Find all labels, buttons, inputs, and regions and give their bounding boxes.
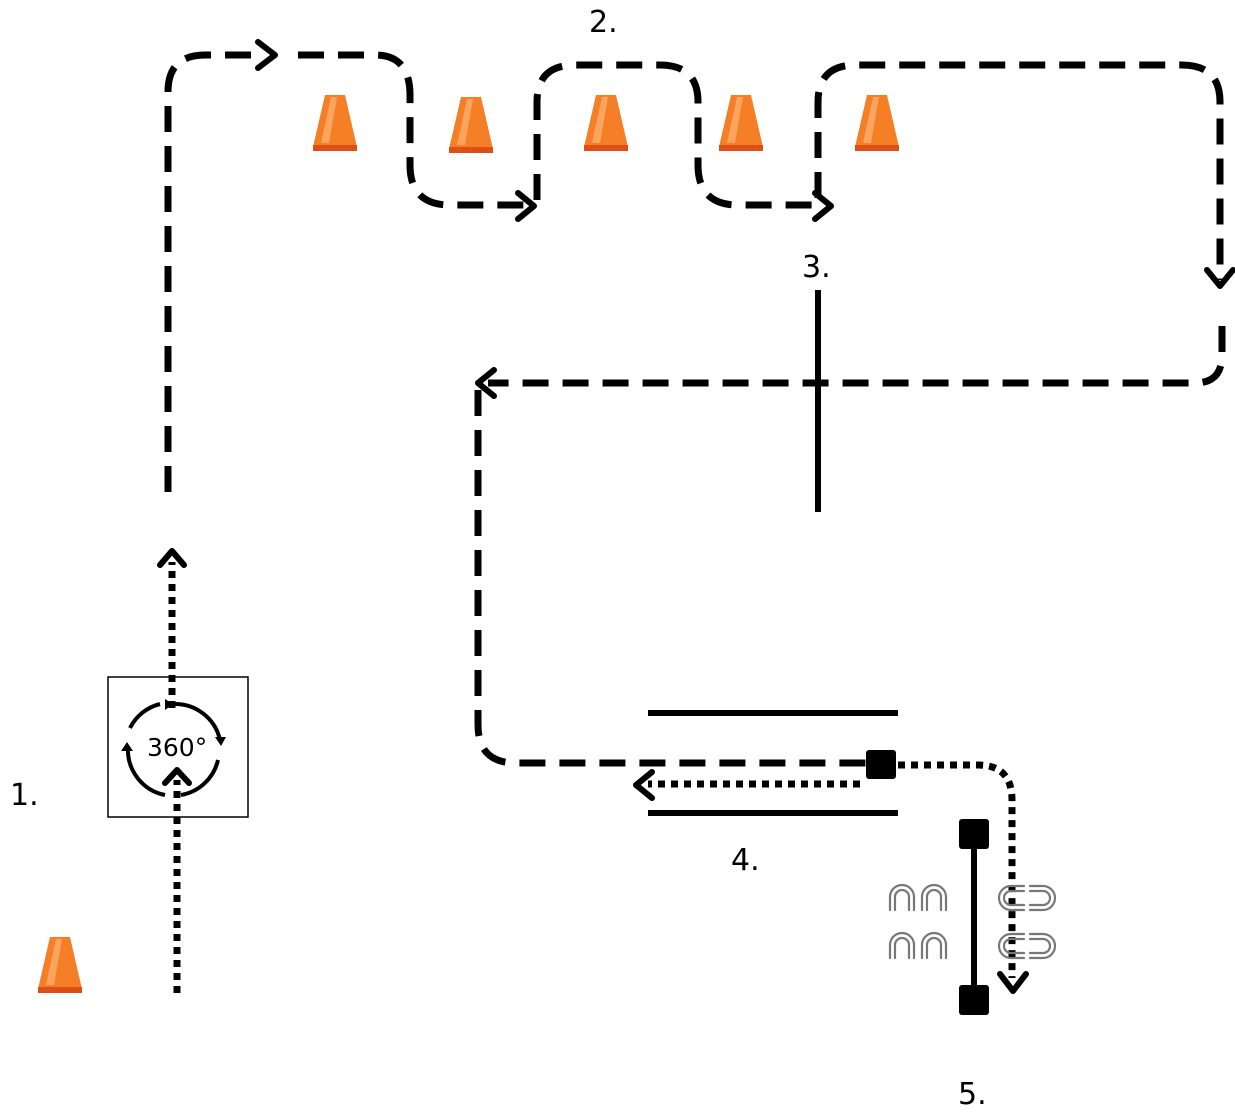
dashed-route-path bbox=[164, 51, 265, 492]
horseshoe-icon bbox=[890, 885, 946, 910]
arrow-head-icon bbox=[475, 367, 497, 399]
arrow-head-icon bbox=[997, 971, 1029, 994]
traffic-cone-icon bbox=[313, 95, 357, 151]
arrow-head-icon bbox=[515, 190, 537, 222]
traffic-cone-icon bbox=[855, 95, 899, 151]
dotted-route-path bbox=[898, 761, 1016, 978]
marker-block bbox=[959, 819, 989, 849]
marker-block bbox=[959, 985, 989, 1015]
arrow-head-icon bbox=[215, 737, 226, 746]
traffic-cone-icon bbox=[719, 95, 763, 151]
rotation-circle-icon bbox=[172, 701, 222, 741]
dashed-route-path bbox=[298, 51, 525, 209]
marker-block bbox=[866, 750, 896, 779]
dashed-route-path bbox=[488, 326, 1226, 387]
horseshoe-icon bbox=[999, 934, 1055, 958]
dashed-route-path bbox=[814, 61, 1224, 280]
step-3-label: 3. bbox=[802, 250, 831, 285]
traffic-cone-icon bbox=[38, 937, 82, 993]
step-2-label: 2. bbox=[589, 5, 618, 40]
dashed-route-path bbox=[474, 390, 875, 767]
step-4-label: 4. bbox=[731, 843, 760, 878]
traffic-cone-icon bbox=[449, 97, 493, 153]
arrow-head-icon bbox=[121, 742, 133, 751]
spin-360-label: 360° bbox=[147, 733, 208, 762]
arrow-head-icon bbox=[1204, 267, 1235, 289]
dashed-route-path bbox=[533, 61, 820, 209]
rotation-circle-icon bbox=[125, 747, 166, 797]
arrow-head-icon bbox=[633, 769, 655, 801]
step-5-label: 5. bbox=[958, 1077, 987, 1112]
arrow-head-icon bbox=[255, 39, 278, 71]
horseshoe-icon bbox=[999, 886, 1055, 910]
rotation-circle-icon bbox=[128, 702, 161, 729]
arrow-head-icon bbox=[157, 548, 187, 568]
arrow-head-icon bbox=[162, 767, 192, 786]
horseshoe-icon bbox=[890, 933, 946, 958]
rotation-circle-icon bbox=[180, 759, 220, 797]
traffic-cone-icon bbox=[584, 95, 628, 151]
step-1-label: 1. bbox=[10, 778, 39, 813]
